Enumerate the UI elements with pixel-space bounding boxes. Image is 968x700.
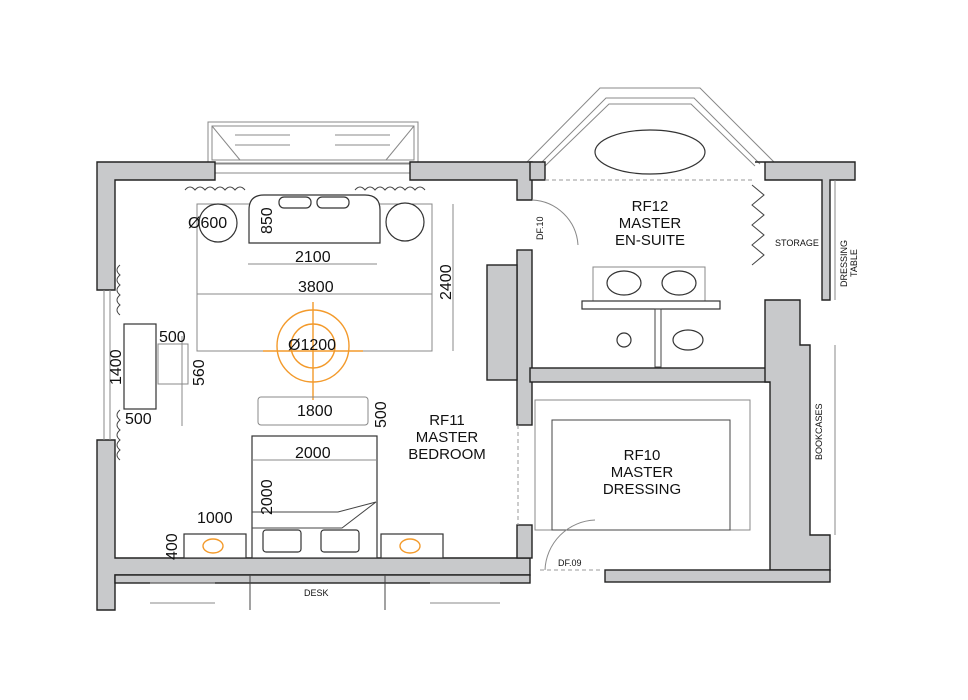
window-seat bbox=[123, 323, 157, 410]
balcony bbox=[207, 121, 419, 174]
dim-seat-depth: 560 bbox=[191, 359, 208, 386]
svg-text:EN-SUITE: EN-SUITE bbox=[615, 232, 685, 249]
door-label-df09: DF.09 bbox=[558, 558, 582, 568]
svg-text:RF10: RF10 bbox=[624, 447, 661, 464]
svg-text:RF11: RF11 bbox=[429, 412, 465, 429]
svg-text:BEDROOM: BEDROOM bbox=[408, 446, 486, 463]
dim-seat-width-lower: 500 bbox=[125, 411, 152, 428]
dim-bench-depth: 500 bbox=[373, 401, 390, 428]
dim-light: Ø1200 bbox=[288, 337, 336, 354]
nightstand-right bbox=[380, 533, 444, 559]
nightstand-left bbox=[183, 533, 247, 559]
walls bbox=[96, 161, 856, 611]
door-arc-df10 bbox=[531, 199, 579, 246]
room-label-ensuite: RF12 MASTER EN-SUITE bbox=[615, 198, 685, 249]
door-label-df10: DF.10 bbox=[535, 216, 545, 240]
door-arc-df09 bbox=[544, 519, 596, 571]
svg-text:MASTER: MASTER bbox=[619, 215, 682, 232]
dimensions: Ø600 850 2100 3800 2400 Ø1200 500 1400 5… bbox=[108, 207, 455, 560]
dressing-table-label-2: TABLE bbox=[849, 249, 859, 277]
svg-text:DRESSING: DRESSING bbox=[603, 481, 681, 498]
svg-text:MASTER: MASTER bbox=[416, 429, 479, 446]
toilet bbox=[672, 329, 704, 351]
floor-drain bbox=[616, 332, 632, 348]
dim-sofa-width: 2100 bbox=[295, 249, 331, 266]
dim-rug-width: 3800 bbox=[298, 279, 334, 296]
storage-label: STORAGE bbox=[775, 238, 819, 248]
curtain-right bbox=[354, 186, 426, 191]
svg-text:RF12: RF12 bbox=[632, 198, 669, 215]
side-table-left bbox=[198, 203, 238, 243]
dim-window-height: 1400 bbox=[108, 349, 125, 385]
hanging-rail bbox=[150, 582, 500, 604]
dim-side-table: Ø600 bbox=[188, 215, 227, 232]
room-label-dressing: RF10 MASTER DRESSING bbox=[603, 447, 681, 498]
bookcases-label: BOOKCASES bbox=[814, 403, 824, 460]
desk-label: DESK bbox=[304, 588, 329, 598]
curtain-window-top bbox=[116, 264, 121, 316]
dim-nightstand-width: 1000 bbox=[197, 510, 233, 527]
bench bbox=[257, 396, 369, 426]
dim-seat-width: 500 bbox=[159, 329, 186, 346]
dim-sofa-depth: 850 bbox=[259, 207, 276, 234]
dim-bench-width: 1800 bbox=[297, 403, 333, 420]
bay-window bbox=[526, 87, 775, 167]
ceiling-light bbox=[263, 302, 363, 400]
dim-rug-depth: 2400 bbox=[438, 264, 455, 300]
bathtub bbox=[594, 129, 706, 175]
storage-doors bbox=[751, 184, 765, 266]
svg-text:MASTER: MASTER bbox=[611, 464, 674, 481]
curtain-window-bottom bbox=[116, 409, 121, 461]
dressing-table-label: DRESSING bbox=[839, 240, 849, 287]
room-label-bedroom: RF11 MASTER BEDROOM bbox=[408, 412, 486, 463]
dim-bed-width: 2000 bbox=[295, 445, 331, 462]
curtain-left bbox=[184, 186, 246, 191]
dim-nightstand-depth: 400 bbox=[164, 533, 181, 560]
dim-bed-length: 2000 bbox=[259, 479, 276, 515]
side-table-right bbox=[385, 202, 425, 242]
